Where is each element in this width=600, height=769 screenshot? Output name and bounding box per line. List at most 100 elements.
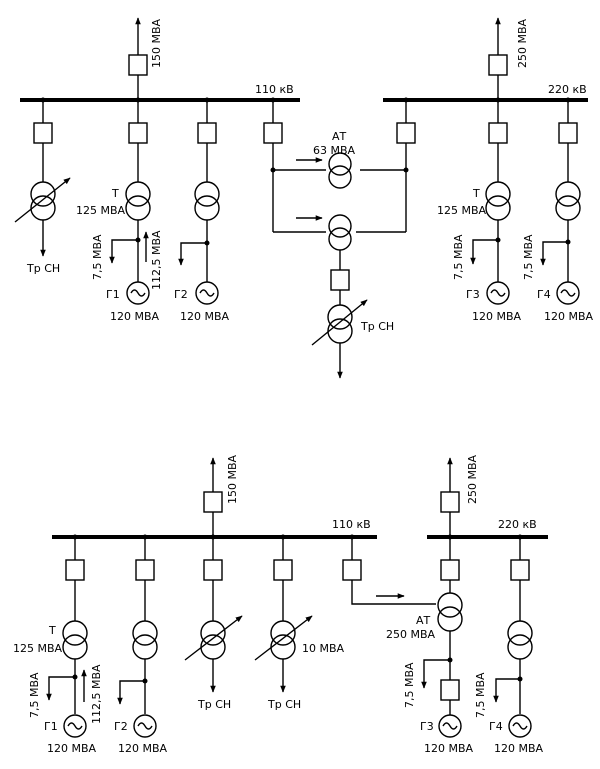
g1-breaker (128, 122, 148, 144)
g2-label: Г2 (174, 288, 188, 301)
branch2-tsn1: Тр СН (184, 534, 243, 711)
g2-breaker (197, 122, 217, 144)
load-110-feeder: 150 МВА (128, 17, 163, 103)
t1-2-winding-2 (62, 634, 88, 660)
bus-110kv-label: 110 кВ (255, 83, 294, 96)
g4-2-power: 120 МВА (494, 742, 544, 755)
at-breaker-220 (396, 122, 416, 144)
t4-winding-1 (555, 181, 581, 207)
load-220-breaker (488, 54, 508, 76)
at-label: АТ (332, 130, 347, 143)
g2-2-label: Г2 (114, 720, 128, 733)
t1-label: Т (111, 187, 119, 200)
t4-2-winding-2 (507, 634, 533, 660)
branch2-at: АТ 250 МВА 7,5 МВА Г3 120 МВА (342, 534, 474, 755)
g2-2-breaker (135, 559, 155, 581)
at2-label: АТ (416, 614, 431, 627)
g3-aux-arrow (470, 239, 498, 265)
t3-power: 125 МВА (437, 204, 487, 217)
branch-tsn-left: Тр СН (14, 97, 71, 275)
g1-2-breaker (65, 559, 85, 581)
t4-2-winding-1 (507, 620, 533, 646)
g2-2-power: 120 МВА (118, 742, 168, 755)
autotransformer-at: АТ 63 МВА Тр СН (263, 97, 416, 379)
at2-winding-1 (328, 214, 352, 238)
t2-2-winding-2 (132, 634, 158, 660)
tsn-left-label: Тр СН (26, 262, 60, 275)
at2-power: 250 МВА (386, 628, 436, 641)
t3-winding-2 (485, 195, 511, 221)
g4-label: Г4 (537, 288, 551, 301)
load2-220-breaker (440, 491, 460, 513)
g3-label: Г3 (466, 288, 480, 301)
branch-g1: Т 125 МВА 7,5 МВА 112,5 МВА Г1 120 МВА (76, 100, 163, 323)
g1-aux-arrow (109, 239, 138, 264)
branch-g3: Т 125 МВА 7,5 МВА Г3 120 МВА (437, 100, 522, 323)
tsn2-power: 10 МВА (302, 642, 345, 655)
scheme-2: 110 кВ 220 кВ 150 МВА 250 МВА Т 125 МВА (13, 454, 548, 755)
at2-winding-2 (328, 227, 352, 251)
load2-220-label: 250 МВА (466, 454, 479, 504)
load2-220-feeder: 250 МВА (440, 454, 479, 537)
t3-winding-1 (485, 181, 511, 207)
t1-2-label: Т (48, 624, 56, 637)
g4-aux-arrow (540, 241, 568, 266)
at-winding-2 (328, 165, 352, 189)
load-110-breaker (128, 54, 148, 76)
branch2-g4: 7,5 МВА Г4 120 МВА (474, 534, 544, 755)
g2-aux-arrow (178, 242, 207, 266)
branch-g4: 7,5 МВА Г4 120 МВА (522, 97, 594, 323)
g1-2-power: 120 МВА (47, 742, 97, 755)
at-power: 63 МВА (313, 144, 356, 157)
g4-power: 120 МВА (544, 310, 594, 323)
g4-2-aux-label: 7,5 МВА (474, 672, 487, 718)
g1-aux-label: 7,5 МВА (91, 234, 104, 280)
bus2-110kv-label: 110 кВ (332, 518, 371, 531)
at2-w1 (437, 592, 463, 618)
at-tsn-regulator-arrow (311, 299, 368, 346)
t2-winding-1 (194, 181, 220, 207)
tsn1-label: Тр СН (197, 698, 231, 711)
load2-110-breaker (203, 491, 223, 513)
t4-winding-2 (555, 195, 581, 221)
at2-w2 (437, 606, 463, 632)
tsn1-winding-1 (200, 620, 226, 646)
load-220-feeder: 250 МВА (488, 17, 529, 103)
at-tsn-label: Тр СН (360, 320, 394, 333)
at-breaker-110 (263, 122, 283, 144)
at2-breaker-220 (440, 559, 460, 581)
t1-power: 125 МВА (76, 204, 126, 217)
g1-label: Г1 (106, 288, 120, 301)
g3-aux-label: 7,5 МВА (452, 234, 465, 280)
t1-2-power: 125 МВА (13, 642, 63, 655)
t3-label: Т (472, 187, 480, 200)
load2-110-label: 150 МВА (226, 454, 239, 504)
t2-2-winding-1 (132, 620, 158, 646)
branch2-tsn2: Тр СН 10 МВА (254, 534, 345, 711)
g4-aux-label: 7,5 МВА (522, 234, 535, 280)
g3-2-breaker (440, 679, 460, 701)
tsn-left-regulator-arrow (14, 177, 71, 223)
g2-power: 120 МВА (180, 310, 230, 323)
tsn2-breaker (273, 559, 293, 581)
g1-2-aux-label: 7,5 МВА (28, 672, 41, 718)
tsn-left-winding-1 (30, 181, 56, 207)
g1-2-flow-label: 112,5 МВА (90, 664, 103, 724)
load-220-label: 250 МВА (516, 18, 529, 68)
g4-2-breaker (510, 559, 530, 581)
g3-breaker (488, 122, 508, 144)
t2-winding-2 (194, 195, 220, 221)
g4-2-label: Г4 (489, 720, 503, 733)
t1-winding-2 (125, 195, 151, 221)
tsn-left-breaker (33, 122, 53, 144)
g3-power: 120 МВА (472, 310, 522, 323)
at2-breaker-110 (342, 559, 362, 581)
tsn2-winding-1 (270, 620, 296, 646)
load2-110-feeder: 150 МВА (203, 454, 239, 537)
t1-2-winding-1 (62, 620, 88, 646)
load-110-label: 150 МВА (150, 18, 163, 68)
tsn1-breaker (203, 559, 223, 581)
scheme-1: 110 кВ 220 кВ 150 МВА 250 МВА (14, 17, 594, 379)
g3-2-label: Г3 (420, 720, 434, 733)
